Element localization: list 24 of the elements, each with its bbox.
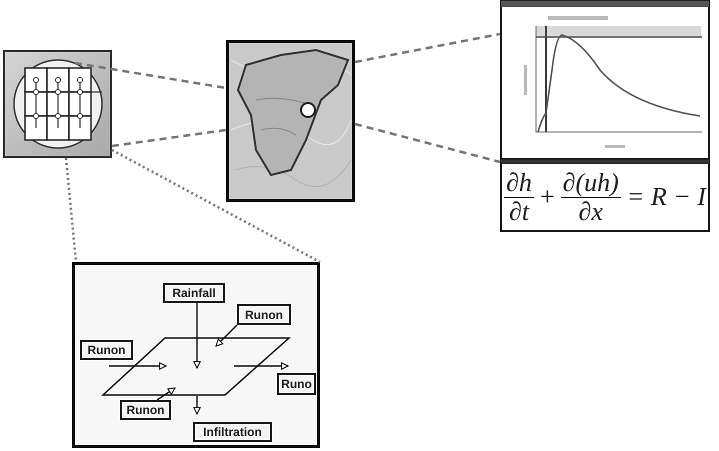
plus-sign: + <box>540 182 555 212</box>
process-label: Runon <box>120 400 171 420</box>
zoom-line <box>354 122 500 164</box>
arrow <box>193 396 201 415</box>
equation-rhs: = R − I <box>626 182 706 212</box>
zoom-line <box>354 32 500 64</box>
equation-panel <box>500 160 710 232</box>
detail-panel <box>72 262 320 448</box>
arrow <box>193 303 201 369</box>
process-label: Runon <box>237 304 291 325</box>
zoom-line <box>74 62 226 90</box>
zoom-line <box>64 158 78 262</box>
fraction: ∂h ∂t <box>504 169 534 225</box>
arrow <box>156 387 176 401</box>
process-label: Runon <box>80 340 133 360</box>
arrow <box>234 362 289 370</box>
process-label: Runo <box>277 373 316 395</box>
zoom-line <box>111 148 321 264</box>
process-label: Infiltration <box>193 422 272 442</box>
fraction: ∂(uh) ∂x <box>560 169 621 225</box>
process-label: Rainfall <box>163 283 225 303</box>
arrow <box>109 362 167 370</box>
zoom-line <box>112 128 226 148</box>
arrow <box>215 324 238 347</box>
